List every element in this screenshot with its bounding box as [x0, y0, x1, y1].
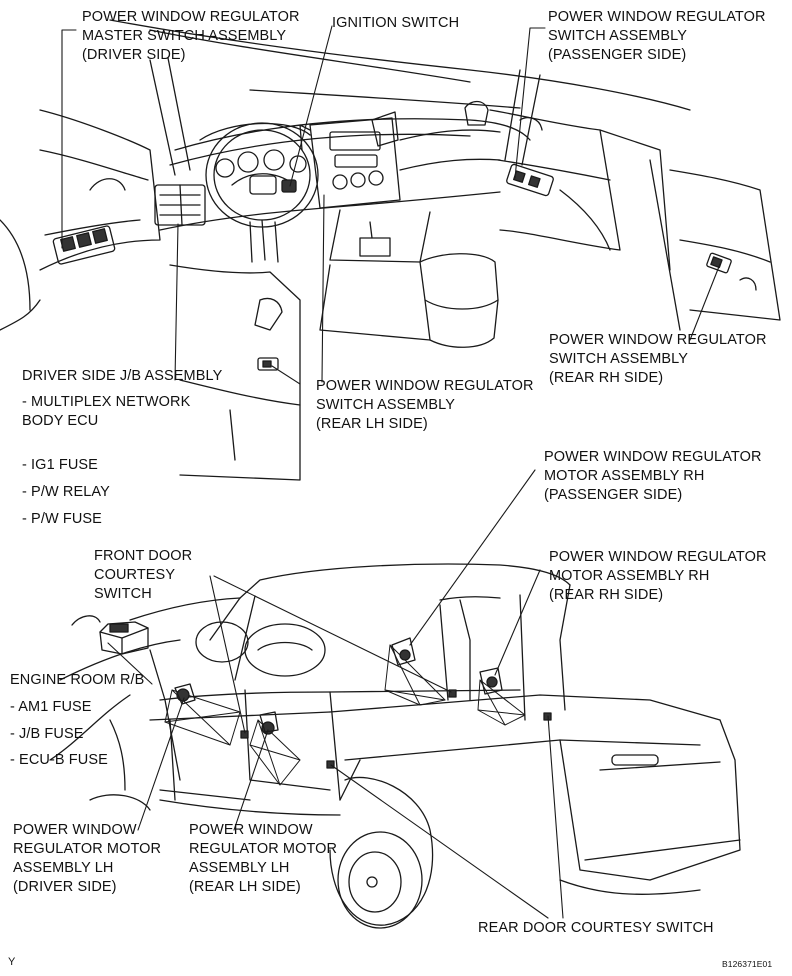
label-line: - J/B FUSE: [10, 726, 84, 742]
label-line: (REAR LH SIDE): [316, 416, 428, 432]
label-ecu-b-fuse: - ECU-B FUSE: [10, 751, 108, 770]
label-pw-fuse: - P/W FUSE: [22, 510, 102, 529]
label-line: SWITCH ASSEMBLY: [549, 351, 689, 367]
label-line: POWER WINDOW REGULATOR: [548, 9, 766, 25]
label-line: MOTOR ASSEMBLY RH: [544, 468, 705, 484]
label-line: IGNITION SWITCH: [332, 15, 460, 31]
label-line: POWER WINDOW REGULATOR: [544, 449, 762, 465]
label-pw-passenger-switch: POWER WINDOW REGULATOR SWITCH ASSEMBLY (…: [548, 8, 766, 65]
label-line: REGULATOR MOTOR: [189, 841, 338, 857]
label-line: POWER WINDOW REGULATOR: [549, 549, 767, 565]
truck-exterior-view: [49, 563, 741, 929]
label-motor-rh-passenger: POWER WINDOW REGULATOR MOTOR ASSEMBLY RH…: [544, 448, 762, 505]
label-line: POWER WINDOW REGULATOR: [316, 378, 534, 394]
label-line: COURTESY: [94, 567, 176, 583]
label-line: (DRIVER SIDE): [82, 47, 186, 63]
label-line: DRIVER SIDE J/B ASSEMBLY: [22, 368, 223, 384]
label-line: (PASSENGER SIDE): [544, 487, 683, 503]
label-line: BODY ECU: [22, 413, 99, 429]
label-ig1-fuse: - IG1 FUSE: [22, 456, 98, 475]
corner-mark: Y: [8, 956, 15, 968]
label-jb-fuse: - J/B FUSE: [10, 725, 84, 744]
truck-leader-lines: [107, 469, 564, 919]
figure-code: B126371E01: [722, 958, 772, 970]
label-pw-relay: - P/W RELAY: [22, 483, 110, 502]
label-line: POWER WINDOW: [189, 822, 313, 838]
label-line: MASTER SWITCH ASSEMBLY: [82, 28, 287, 44]
label-line: - ECU-B FUSE: [10, 752, 108, 768]
label-am1-fuse: - AM1 FUSE: [10, 698, 92, 717]
label-line: SWITCH ASSEMBLY: [548, 28, 688, 44]
label-line: POWER WINDOW REGULATOR: [549, 332, 767, 348]
interior-cabin-view: [0, 19, 781, 481]
label-pw-rear-rh-switch: POWER WINDOW REGULATOR SWITCH ASSEMBLY (…: [549, 331, 767, 388]
label-line: REGULATOR MOTOR: [13, 841, 162, 857]
label-line: - IG1 FUSE: [22, 457, 98, 473]
label-rear-door-courtesy-switch: REAR DOOR COURTESY SWITCH: [478, 919, 714, 938]
label-line: ENGINE ROOM R/B: [10, 672, 145, 688]
label-line: (REAR LH SIDE): [189, 879, 301, 895]
label-line: - P/W FUSE: [22, 511, 102, 527]
label-line: (REAR RH SIDE): [549, 370, 664, 386]
label-motor-lh-driver: POWER WINDOW REGULATOR MOTOR ASSEMBLY LH…: [13, 821, 161, 897]
label-line: POWER WINDOW REGULATOR: [82, 9, 300, 25]
label-line: REAR DOOR COURTESY SWITCH: [478, 920, 714, 936]
label-ignition-switch: IGNITION SWITCH: [332, 14, 459, 33]
label-line: (REAR RH SIDE): [549, 587, 664, 603]
label-line: (DRIVER SIDE): [13, 879, 117, 895]
label-line: B126371E01: [722, 959, 773, 969]
label-line: MOTOR ASSEMBLY RH: [549, 568, 710, 584]
label-line: Y: [8, 956, 16, 968]
label-multiplex-body-ecu: - MULTIPLEX NETWORK BODY ECU: [22, 393, 190, 431]
label-line: (PASSENGER SIDE): [548, 47, 687, 63]
label-motor-rh-rear: POWER WINDOW REGULATOR MOTOR ASSEMBLY RH…: [549, 548, 767, 605]
label-line: FRONT DOOR: [94, 548, 193, 564]
label-line: POWER WINDOW: [13, 822, 137, 838]
label-pw-rear-lh-switch: POWER WINDOW REGULATOR SWITCH ASSEMBLY (…: [316, 377, 534, 434]
label-driver-side-jb: DRIVER SIDE J/B ASSEMBLY: [22, 367, 222, 386]
label-line: ASSEMBLY LH: [189, 860, 290, 876]
label-line: - MULTIPLEX NETWORK: [22, 394, 191, 410]
label-line: SWITCH: [94, 586, 152, 602]
label-engine-room-rb: ENGINE ROOM R/B: [10, 671, 144, 690]
label-line: - AM1 FUSE: [10, 699, 92, 715]
label-line: ASSEMBLY LH: [13, 860, 114, 876]
interior-leader-lines: [61, 25, 721, 385]
label-pw-master-switch: POWER WINDOW REGULATOR MASTER SWITCH ASS…: [82, 8, 300, 65]
label-line: SWITCH ASSEMBLY: [316, 397, 456, 413]
label-line: - P/W RELAY: [22, 484, 110, 500]
label-motor-lh-rear: POWER WINDOW REGULATOR MOTOR ASSEMBLY LH…: [189, 821, 337, 897]
label-front-door-courtesy-switch: FRONT DOOR COURTESY SWITCH: [94, 547, 192, 604]
